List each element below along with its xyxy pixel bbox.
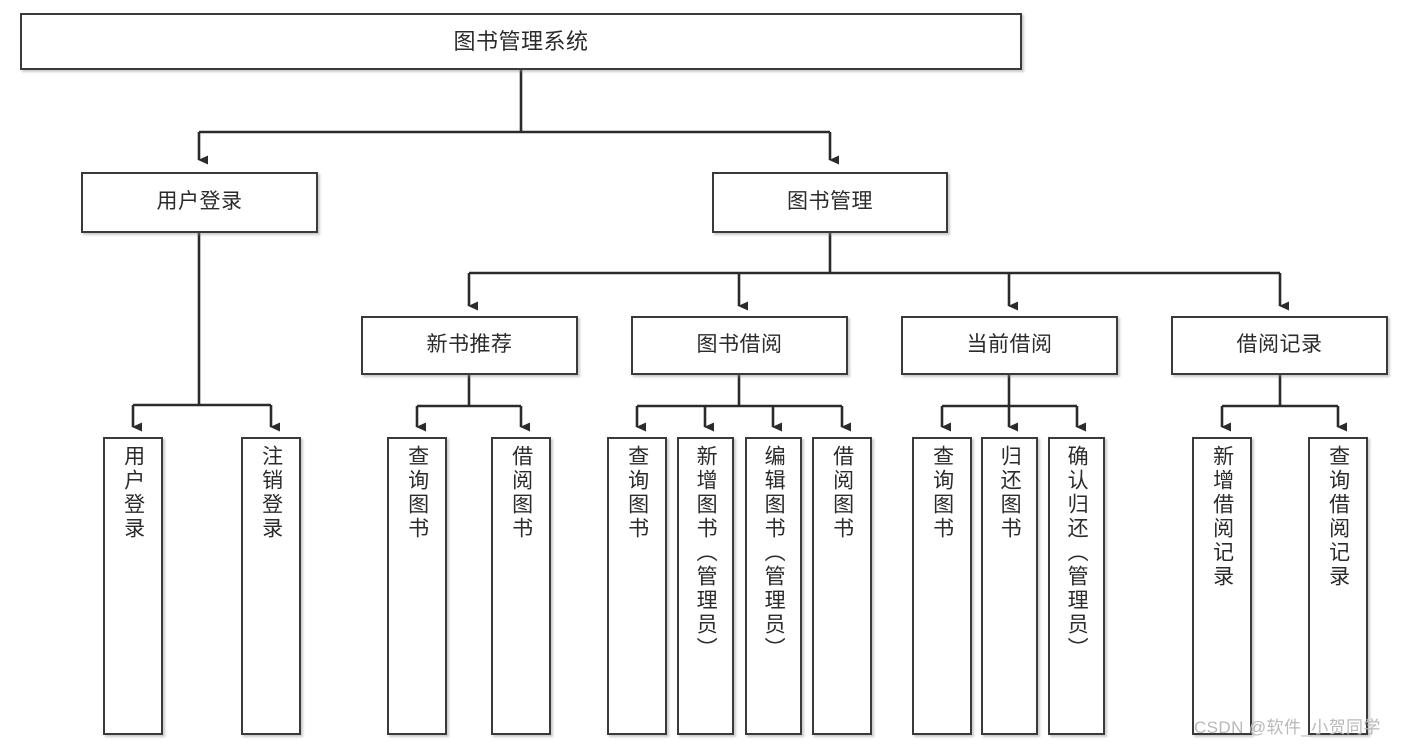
node-leaf-add-book-label: 新增图书（管理员） bbox=[694, 445, 718, 661]
node-book-borrow-label: 图书借阅 bbox=[696, 333, 783, 357]
node-new-book-recommend[interactable]: 新书推荐 bbox=[361, 316, 578, 375]
node-leaf-logout-login[interactable]: 注销登录 bbox=[241, 437, 301, 735]
node-root-label: 图书管理系统 bbox=[453, 28, 589, 54]
node-leaf-query-borrow-record[interactable]: 查询借阅记录 bbox=[1308, 437, 1368, 735]
node-leaf-query-book-1-label: 查询图书 bbox=[405, 445, 429, 541]
node-book-management[interactable]: 图书管理 bbox=[712, 172, 948, 233]
node-leaf-edit-book[interactable]: 编辑图书（管理员） bbox=[745, 437, 802, 735]
node-user-login[interactable]: 用户登录 bbox=[81, 172, 318, 233]
node-leaf-borrow-book-1-label: 借阅图书 bbox=[509, 445, 533, 541]
node-leaf-confirm-return[interactable]: 确认归还（管理员） bbox=[1048, 437, 1105, 735]
node-borrow-record[interactable]: 借阅记录 bbox=[1171, 316, 1388, 375]
node-leaf-query-book-3[interactable]: 查询图书 bbox=[912, 437, 972, 735]
node-leaf-query-borrow-record-label: 查询借阅记录 bbox=[1326, 445, 1350, 589]
node-leaf-add-borrow-record[interactable]: 新增借阅记录 bbox=[1192, 437, 1252, 735]
node-new-book-recommend-label: 新书推荐 bbox=[426, 333, 513, 357]
node-leaf-borrow-book-2-label: 借阅图书 bbox=[830, 445, 854, 541]
node-leaf-logout-login-label: 注销登录 bbox=[259, 445, 283, 541]
node-leaf-add-book[interactable]: 新增图书（管理员） bbox=[677, 437, 734, 735]
node-leaf-user-login[interactable]: 用户登录 bbox=[103, 437, 163, 735]
node-leaf-query-book-3-label: 查询图书 bbox=[930, 445, 954, 541]
node-leaf-return-book[interactable]: 归还图书 bbox=[981, 437, 1038, 735]
node-borrow-record-label: 借阅记录 bbox=[1236, 333, 1323, 357]
node-root[interactable]: 图书管理系统 bbox=[20, 13, 1022, 70]
node-leaf-borrow-book-1[interactable]: 借阅图书 bbox=[491, 437, 551, 735]
node-leaf-confirm-return-label: 确认归还（管理员） bbox=[1065, 445, 1089, 661]
node-leaf-add-borrow-record-label: 新增借阅记录 bbox=[1210, 445, 1234, 589]
node-leaf-query-book-1[interactable]: 查询图书 bbox=[387, 437, 447, 735]
node-leaf-edit-book-label: 编辑图书（管理员） bbox=[762, 445, 786, 661]
node-leaf-user-login-label: 用户登录 bbox=[121, 445, 145, 541]
node-leaf-query-book-2[interactable]: 查询图书 bbox=[607, 437, 667, 735]
node-leaf-query-book-2-label: 查询图书 bbox=[625, 445, 649, 541]
node-leaf-borrow-book-2[interactable]: 借阅图书 bbox=[812, 437, 872, 735]
node-leaf-return-book-label: 归还图书 bbox=[998, 445, 1022, 541]
node-user-login-label: 用户登录 bbox=[156, 190, 243, 214]
node-current-borrow[interactable]: 当前借阅 bbox=[901, 316, 1118, 375]
watermark-csdn: CSDN @软件_小贺同学 bbox=[1194, 718, 1381, 737]
node-book-borrow[interactable]: 图书借阅 bbox=[631, 316, 848, 375]
node-book-management-label: 图书管理 bbox=[787, 190, 873, 214]
node-current-borrow-label: 当前借阅 bbox=[966, 333, 1053, 357]
